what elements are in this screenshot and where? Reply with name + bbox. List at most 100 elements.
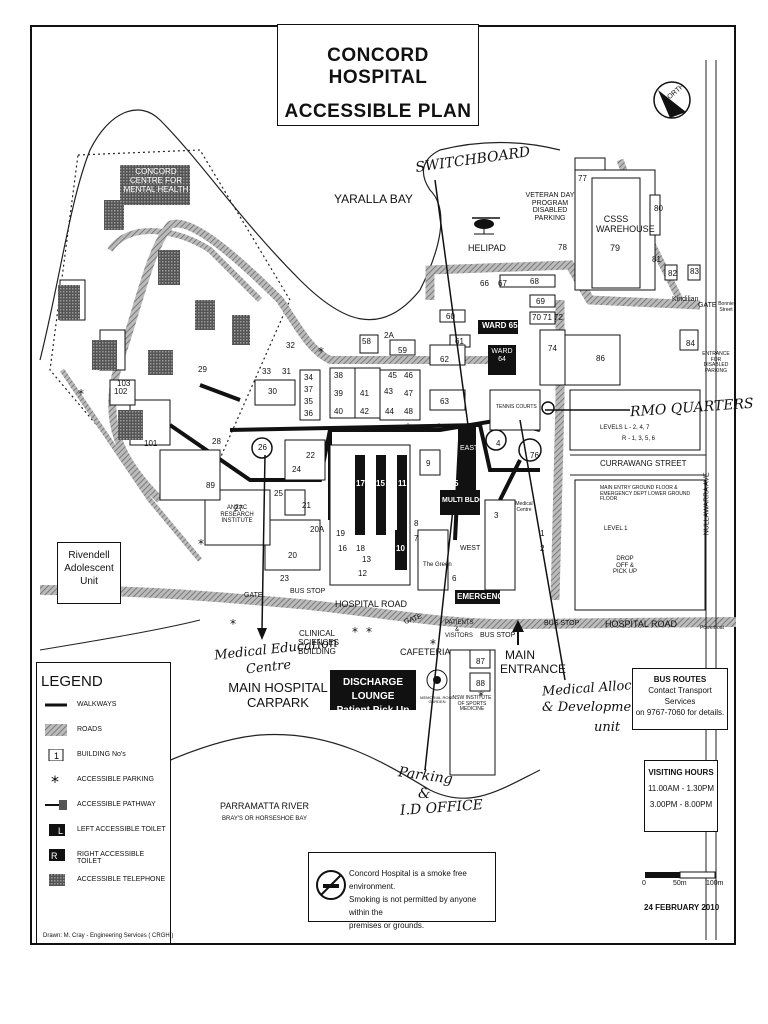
legend-box: LEGEND WALKWAYS ROADS 1 BUILDING No's * … [36, 662, 173, 944]
building-number: 58 [362, 337, 371, 346]
label-clinical-sciences: CLINICAL SCIENCES BUILDING [298, 629, 339, 656]
building-number: 48 [404, 407, 413, 416]
label-ward65: WARD 65 [482, 321, 518, 330]
building-number: 13 [362, 555, 371, 564]
building-number: 38 [334, 371, 343, 380]
label-level1: LEVEL 1 [604, 526, 628, 532]
svg-text:L: L [58, 826, 63, 836]
building-number: 76 [530, 451, 539, 460]
building-number: 78 [558, 243, 567, 252]
label-main-carpark: MAIN HOSPITAL CARPARK [228, 680, 328, 710]
smoke-line3: premises or grounds. [349, 921, 425, 930]
scale-label-50: 50m [673, 880, 687, 887]
building-number: 69 [536, 297, 545, 306]
scale-label-0: 0 [642, 880, 646, 887]
label-main-entrance: MAIN ENTRANCE [500, 648, 567, 676]
legend-label: LEFT ACCESSIBLE TOILET [77, 826, 166, 833]
building-number: 42 [360, 407, 369, 416]
building-number: 43 [384, 387, 393, 396]
building-number: 20A [310, 525, 325, 534]
building-number: 30 [268, 387, 277, 396]
label-nullawarra: NULLAWARRA AVE [703, 472, 711, 536]
building-number: 77 [578, 174, 587, 183]
label-the-green: The Green [423, 562, 452, 568]
label-csss-warehouse: CSSS WAREHOUSE [596, 214, 655, 234]
building-number: 80 [654, 204, 663, 213]
building-number: 28 [212, 437, 221, 446]
svg-text:*: * [405, 421, 411, 435]
building-number: 67 [498, 279, 507, 288]
smoke-line1: Concord Hospital is a smoke free environ… [349, 869, 467, 891]
building-number: 18 [356, 544, 365, 553]
building-number: 7 [414, 534, 419, 543]
building-number: 2 [540, 544, 545, 553]
title-line1: CONCORD HOSPITAL [327, 45, 429, 88]
legend-label: WALKWAYS [77, 701, 117, 708]
mental-health-blocks [58, 165, 250, 440]
label-helipad: HELIPAD [468, 243, 506, 253]
building-number: 63 [440, 397, 449, 406]
svg-text:*: * [318, 345, 324, 359]
bus-routes-line1: Contact Transport Services [648, 686, 712, 706]
label-medical-centre: Medical Centre [515, 501, 533, 513]
building-number: 61 [455, 337, 464, 346]
accessible-parking-marks: * * * * * * * * * * [78, 345, 484, 703]
building-number: 14 [377, 544, 386, 553]
title-line2: ACCESSIBLE PLAN [284, 101, 472, 122]
label-hospital-road-east: HOSPITAL ROAD [605, 619, 678, 629]
bus-routes-line2: on 9767-7060 for details. [635, 708, 725, 717]
label-brays-bay: BRAY'S OR HORSESHOE BAY [222, 816, 307, 822]
smoke-free-box: Concord Hospital is a smoke free environ… [308, 852, 496, 930]
building-number: 36 [304, 409, 313, 418]
building-number: 8 [414, 519, 419, 528]
boundary-dotted [49, 149, 291, 501]
building-number: 5 [454, 479, 459, 488]
label-rivendell: Rivendell Adolescent Unit [57, 542, 121, 604]
building-number: 17 [356, 479, 365, 488]
svg-text:R: R [51, 851, 58, 861]
svg-text:*: * [198, 537, 204, 551]
label-levels-a: LEVELS L - 2, 4, 7 [600, 425, 650, 431]
arrow-medical-education [257, 628, 267, 640]
building-number: 62 [440, 355, 449, 364]
helipad-icon [472, 217, 500, 235]
building-number: 44 [385, 407, 394, 416]
building-number: 37 [304, 385, 313, 394]
building-number: 2A [384, 331, 394, 340]
legend-row: ACCESSIBLE PATHWAY [37, 796, 170, 821]
building-number: 66 [480, 279, 489, 288]
building-number: 88 [476, 679, 485, 688]
west-shore [39, 619, 201, 651]
building-number: 3 [494, 511, 499, 520]
building-number: 102 [114, 387, 128, 396]
shoreline [39, 109, 561, 361]
label-bus-stop-3: BUS STOP [544, 620, 580, 627]
building-blocks [59, 157, 706, 776]
label-levels-b: R - 1, 3, 5, 6 [622, 436, 656, 442]
visiting-line1: 11.00AM - 1.30PM [647, 784, 715, 793]
building-number: 74 [548, 344, 557, 353]
building-number: 21 [302, 501, 311, 510]
svg-text:*: * [430, 637, 436, 651]
building-number: 16 [338, 544, 347, 553]
svg-text:*: * [51, 774, 59, 786]
label-gate-east: GATE [698, 302, 717, 309]
visiting-hours-box: VISITING HOURS 11.00AM - 1.30PM 3.00PM -… [644, 760, 718, 832]
building-number: 47 [404, 389, 413, 398]
building-number: 25 [274, 489, 283, 498]
building-number: 82 [668, 269, 677, 278]
label-east: EAST [460, 445, 479, 452]
label-dropoff: DROP OFF & PICK UP [612, 556, 637, 576]
building-number: 4 [496, 439, 501, 448]
road-north [425, 260, 701, 310]
label-west: WEST [460, 545, 481, 552]
label-csss-number: 79 [610, 243, 621, 253]
building-number: 87 [476, 657, 485, 666]
building-number: 29 [198, 365, 207, 374]
building-number: 86 [596, 354, 605, 363]
svg-text:*: * [352, 625, 358, 639]
scale-bar [645, 871, 716, 879]
label-bus-stop-1: BUS STOP [290, 588, 326, 595]
building-number: 12 [358, 569, 367, 578]
building-number: 9 [426, 459, 431, 468]
